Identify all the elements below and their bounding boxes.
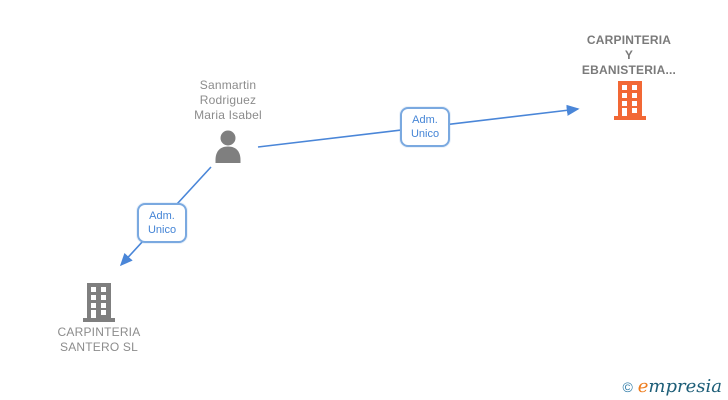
edge-label-line: Adm.: [149, 210, 175, 222]
edge-label-adm-unico: Adm. Unico: [137, 203, 187, 243]
company-name-line: EBANISTERIA...: [581, 63, 677, 77]
company-name-carpinteria-santero: CARPINTERIA SANTERO SL: [39, 325, 159, 355]
wordmark-rest: mpresia: [648, 376, 722, 397]
edge-label-adm-unico: Adm. Unico: [400, 107, 450, 147]
wordmark-first-letter: e: [637, 376, 649, 397]
company-name-carpinteria-y-ebanisteria: CARPINTERIA Y EBANISTERIA...: [562, 33, 696, 78]
company-name-line: CARPINTERIA: [57, 325, 141, 339]
empresia-wordmark: empresia: [638, 377, 722, 397]
edge-label-line: Adm.: [412, 114, 438, 126]
person-name-line: Maria Isabel: [194, 108, 262, 122]
edge-label-line: Unico: [410, 128, 440, 140]
person-icon[interactable]: [212, 130, 244, 169]
company-name-line: Y: [624, 48, 634, 62]
copyright-icon: ©: [622, 379, 633, 395]
company-name-line: SANTERO SL: [59, 340, 139, 354]
building-icon[interactable]: [612, 81, 648, 126]
edge-label-line: Unico: [147, 224, 177, 236]
building-icon[interactable]: [81, 283, 117, 328]
person-name-line: Rodriguez: [199, 93, 257, 107]
person-name-line: Sanmartin: [199, 78, 257, 92]
empresia-logo[interactable]: © empresia: [622, 377, 722, 397]
company-name-line: CARPINTERIA: [586, 33, 672, 47]
person-name: Sanmartin Rodriguez Maria Isabel: [170, 78, 286, 123]
